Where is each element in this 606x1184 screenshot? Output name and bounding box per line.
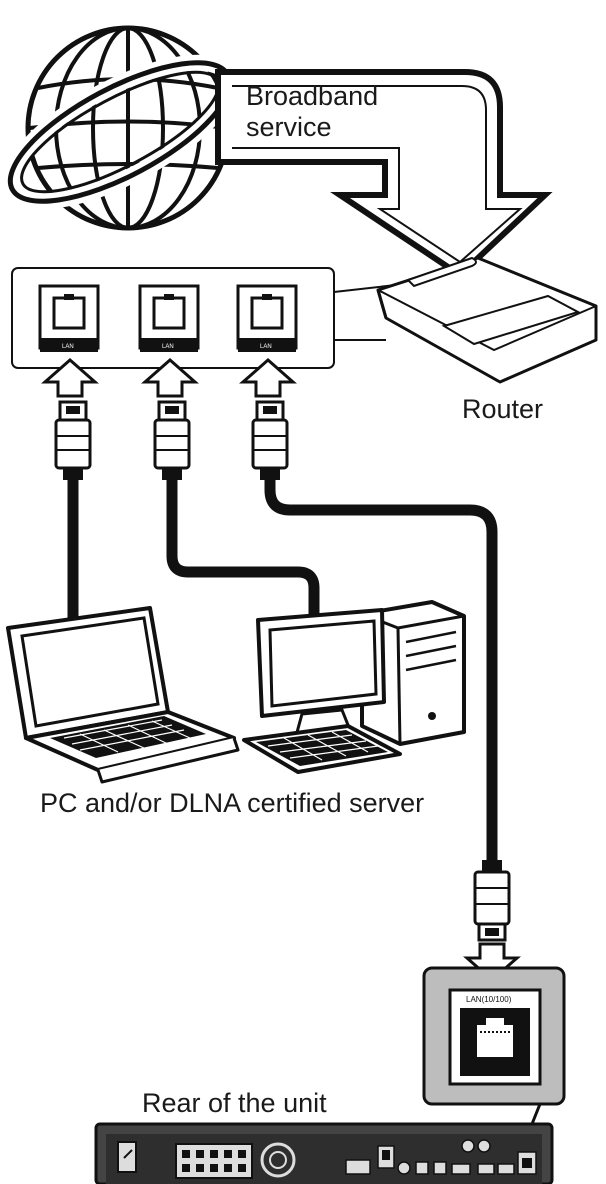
router-lan-port-3: LAN — [236, 284, 298, 352]
rear-unit-label: Rear of the unit — [142, 1088, 327, 1118]
lan-cable-desktop — [166, 478, 320, 614]
globe-icon — [2, 25, 238, 231]
desktop-pc-icon — [242, 600, 466, 774]
router-lan-port-3-label: LAN — [260, 344, 272, 350]
unit-lan-port-panel: LAN(10/100) — [422, 966, 566, 1135]
arrow-up-icon-2 — [141, 358, 199, 398]
router-lan-port-2-label: LAN — [162, 344, 174, 350]
broadband-label-line2: service — [246, 112, 332, 142]
rj45-plug-icon-4 — [473, 860, 511, 942]
pc-server-label: PC and/or DLNA certified server — [40, 788, 424, 818]
router-icon — [376, 256, 598, 384]
unit-rear-panel — [94, 1122, 554, 1184]
rj45-plug-icon-1 — [54, 400, 92, 480]
rj45-plug-icon-3 — [251, 400, 289, 480]
broadband-label-line1: Broadband — [246, 81, 378, 111]
laptop-icon — [6, 606, 240, 784]
broadband-arrow — [215, 69, 553, 279]
router-label: Router — [462, 394, 543, 424]
arrow-up-icon-3 — [239, 358, 297, 398]
unit-lan-port-label: LAN(10/100) — [466, 995, 512, 1004]
arrow-up-icon-1 — [41, 358, 99, 398]
router-lan-port-1: LAN — [38, 284, 100, 352]
router-lan-port-1-label: LAN — [62, 344, 74, 350]
rj45-plug-icon-2 — [153, 400, 191, 480]
lan-cable-unit — [264, 478, 498, 880]
router-lan-port-2: LAN — [138, 284, 200, 352]
